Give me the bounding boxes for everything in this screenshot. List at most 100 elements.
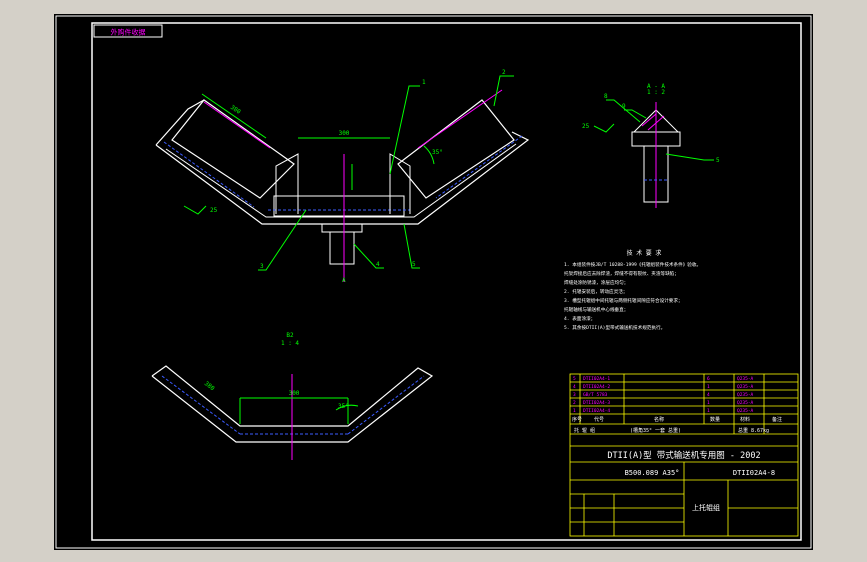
left-roll-hidden — [163, 141, 255, 208]
leader-8 — [606, 99, 641, 123]
section-mark: A — [342, 277, 346, 284]
left-roll-axis — [203, 101, 271, 149]
part-row-code: DTII02A4-3 — [583, 400, 610, 406]
lower-frame — [151, 365, 434, 443]
part-row-mat: Q235-A — [737, 392, 754, 398]
drawing-sheet: 外购件收据 300 380 35° 1 — [55, 15, 812, 549]
lower-dim-angle: 35° — [338, 403, 349, 410]
header-code: 代号 — [594, 416, 604, 423]
note-line-1: 1. 本组装件按JB/T 10288-1999《托辊组装件技术条件》验收。 — [564, 261, 701, 268]
part-row-code: GB/T 5783 — [583, 392, 608, 398]
inner-frame — [91, 22, 802, 541]
lower-dim-mid: 300 — [289, 390, 300, 397]
part-row-no: 2 — [573, 400, 576, 406]
left-roll-end — [155, 99, 205, 146]
part-row-mat: Q235-A — [737, 400, 754, 406]
leader-5b — [665, 153, 714, 161]
right-roll-hidden — [435, 135, 523, 199]
right-bracket — [389, 153, 411, 214]
summary-right: 总重 8.67kg — [738, 427, 769, 434]
drawing-code: B500.089 A35° — [625, 469, 680, 477]
leader-9 — [624, 109, 647, 119]
lower-view: B2 1 : 4 300 380 35° — [151, 332, 434, 460]
roughness-symbol — [183, 205, 207, 215]
note-line-3: 焊缝处涂防锈漆，涂层应均匀； — [564, 279, 628, 286]
middle-roll — [273, 195, 405, 217]
title-block — [569, 373, 799, 537]
balloon-5: 5 — [412, 261, 416, 268]
summary-mid: (槽角35° 一套 总重) — [630, 427, 681, 434]
leader-3 — [258, 209, 307, 271]
cap-hatch-1 — [641, 113, 657, 127]
header-qty: 数量 — [710, 416, 720, 423]
part-row-mat: Q235-A — [737, 376, 754, 382]
part-row-no: 5 — [573, 376, 576, 382]
part-row-qty: 1 — [707, 408, 710, 414]
angle-arc — [423, 145, 435, 165]
lower-angle-arc — [335, 404, 359, 411]
note-line-8: 5. 其余按DTII(A)型带式输送机技术规范执行。 — [564, 324, 665, 331]
balloon-9: 9 — [622, 103, 626, 110]
drawing-number: DTII02A4-8 — [733, 469, 775, 477]
roughness-main: 25 — [210, 207, 218, 214]
part-row-code: DTII02A4-2 — [583, 384, 610, 390]
balloon-4: 4 — [376, 261, 380, 268]
frame-outline — [155, 131, 530, 225]
main-view: 300 380 35° 1 2 3 4 5 A 25 — [155, 69, 530, 284]
part-row-no: 3 — [573, 392, 576, 398]
section-scale: 1 : 2 — [647, 89, 665, 96]
balloon-5b: 5 — [716, 157, 720, 164]
right-roll-axis — [417, 89, 503, 149]
header-no: 序号 — [572, 416, 582, 423]
series-title: DTII(A)型 带式输送机专用图 - 2002 — [607, 450, 760, 461]
part-row-mat: Q235-A — [737, 408, 754, 414]
technical-notes: 技 术 要 求 1. 本组装件按JB/T 10288-1999《托辊组装件技术条… — [564, 249, 701, 331]
leader-2 — [493, 75, 514, 107]
part-row-no: 1 — [573, 408, 576, 414]
section-title: A - A — [647, 83, 665, 90]
outer-frame — [55, 15, 812, 549]
left-roll — [171, 99, 295, 199]
part-row-mat: Q235-A — [737, 384, 754, 390]
balloon-2: 2 — [502, 69, 506, 76]
roughness-section: 25 — [582, 123, 590, 130]
part-name: 上托辊组 — [692, 503, 720, 512]
lower-dim-left: 380 — [203, 380, 216, 392]
balloon-8: 8 — [604, 93, 608, 100]
leader-4 — [353, 243, 384, 269]
part-row-qty: 6 — [707, 376, 710, 382]
balloon-1: 1 — [422, 79, 426, 86]
note-line-4: 2. 托辊安装后，转动应灵活； — [564, 288, 627, 295]
leader-5 — [403, 223, 420, 269]
note-line-2: 托架焊接后应去除焊渣，焊缝不得有裂纹、夹渣等缺陷； — [564, 270, 679, 277]
part-row-qty: 1 — [707, 384, 710, 390]
left-bracket — [275, 153, 299, 214]
header-material: 材料 — [740, 416, 750, 423]
section-roughness-symbol — [593, 123, 615, 133]
lower-view-scale: 1 : 4 — [281, 340, 299, 347]
dim-top: 300 — [339, 130, 350, 137]
note-line-6: 托辊轴线与输送机中心线垂直； — [564, 306, 628, 313]
part-row-no: 4 — [573, 384, 576, 390]
shaft — [329, 231, 355, 265]
note-line-7: 4. 表面涂漆； — [564, 315, 595, 322]
part-row-code: DTII02A4-1 — [583, 376, 610, 382]
cad-canvas: 外购件收据 300 380 35° 1 — [54, 14, 813, 550]
dim-line-left — [201, 93, 267, 139]
part-row-qty: 1 — [707, 400, 710, 406]
lower-view-title: B2 — [286, 332, 294, 339]
lower-hidden-right — [347, 375, 425, 435]
part-row-qty: 4 — [707, 392, 710, 398]
note-line-5: 3. 槽型托辊组中间托辊与两侧托辊间隙应符合设计要求； — [564, 297, 683, 304]
notes-heading: 技 术 要 求 — [627, 249, 662, 257]
stamp-box — [93, 24, 163, 38]
summary-left: 托 辊 组 — [574, 427, 595, 434]
header-name: 名称 — [654, 416, 664, 423]
section-view: A - A 1 : 2 8 9 5 25 — [582, 83, 720, 208]
frame-inner — [165, 143, 517, 218]
stamp-label: 外购件收据 — [111, 28, 146, 37]
shaft-flange — [321, 223, 363, 233]
title-block-text: 5 DTII02A4-1 6 Q235-A 4 DTII02A4-2 1 Q23… — [572, 376, 782, 512]
header-remark: 备注 — [772, 416, 782, 423]
part-row-code: DTII02A4-4 — [583, 408, 610, 414]
